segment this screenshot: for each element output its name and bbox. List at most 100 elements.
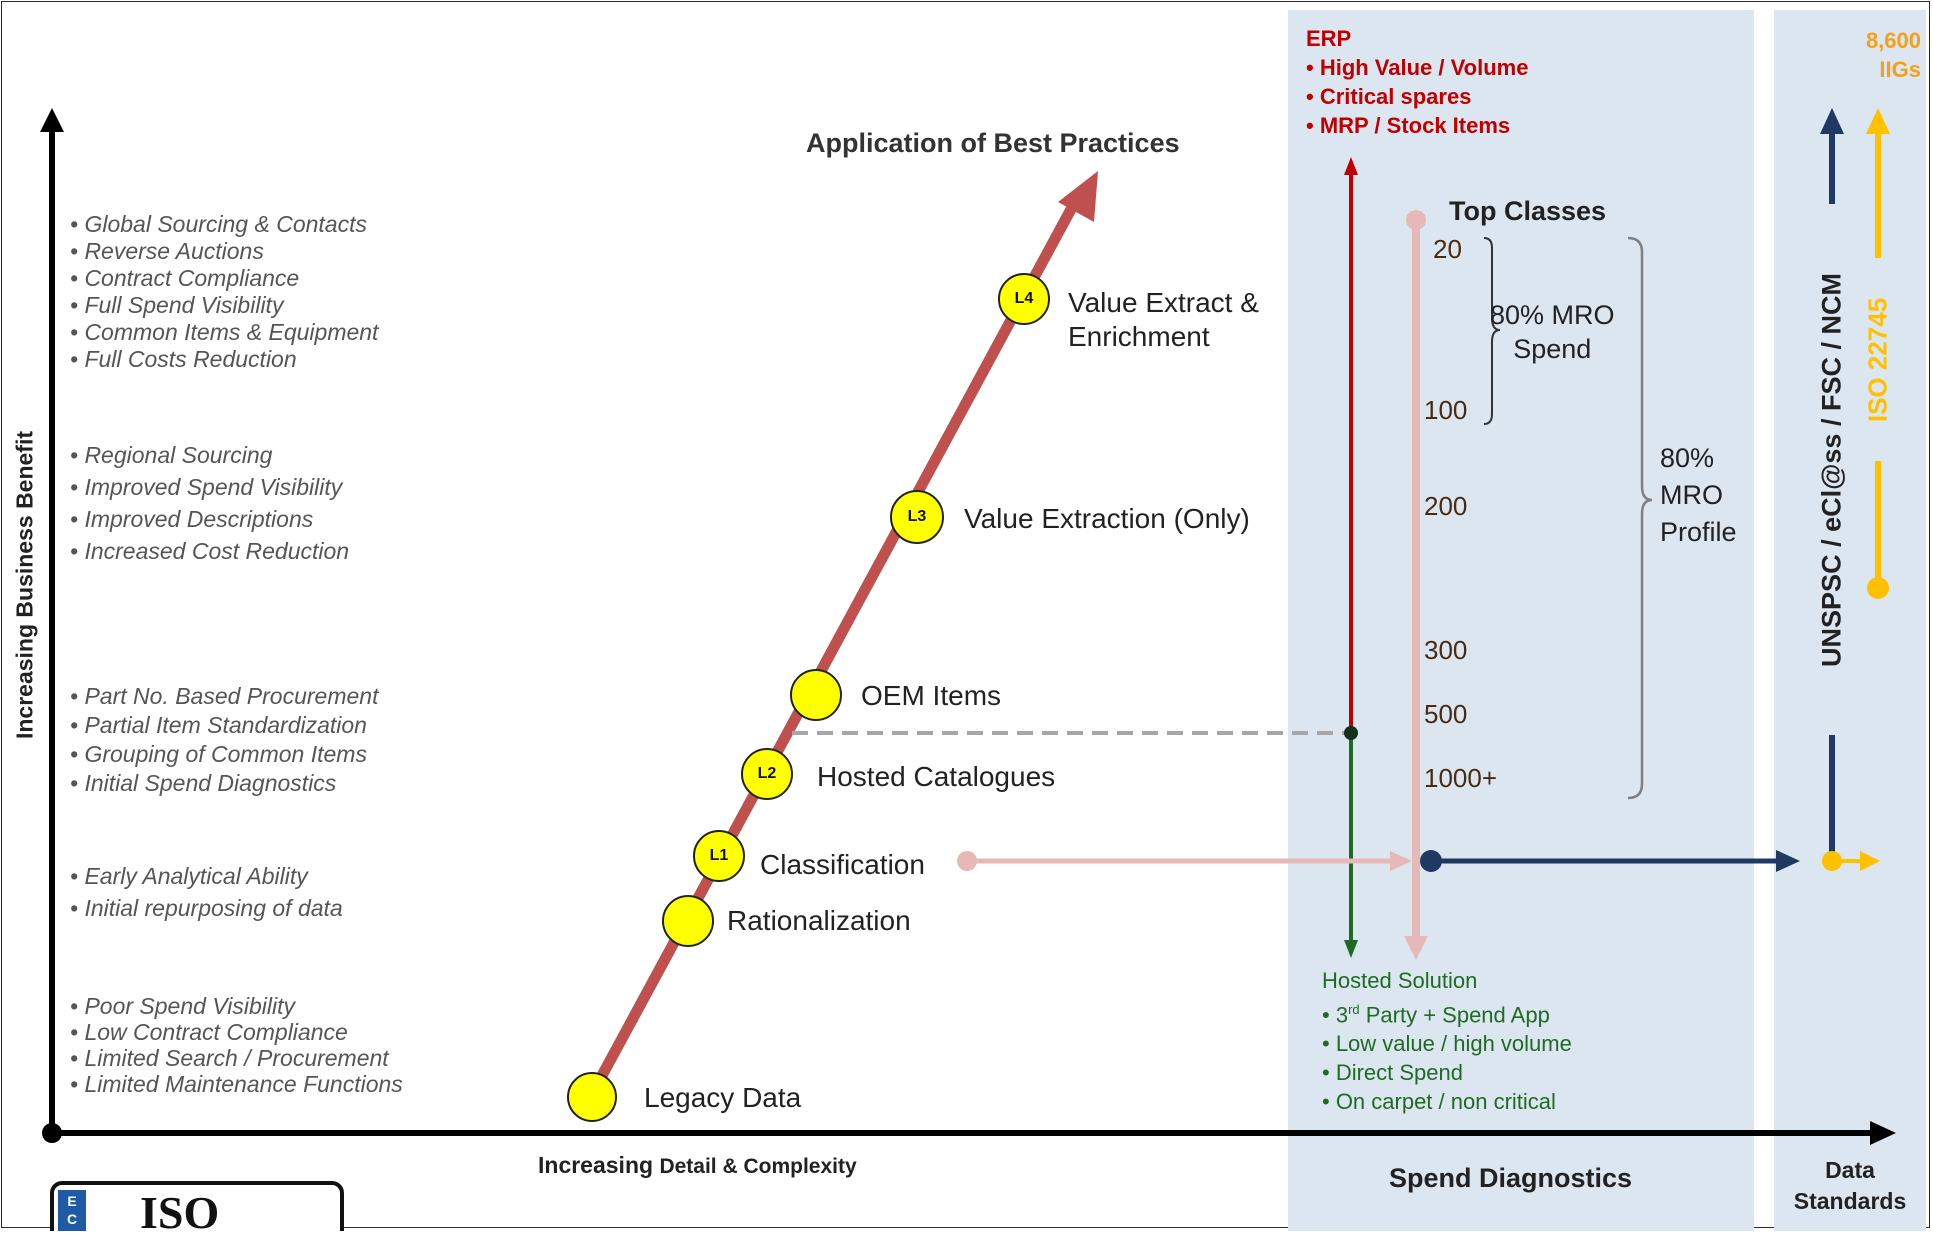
benefit-item: • Part No. Based Procurement xyxy=(70,683,379,709)
benefit-item: • Full Spend Visibility xyxy=(70,292,284,318)
data-standards-label: Data Standards xyxy=(1794,1155,1906,1217)
benefit-item: • Increased Cost Reduction xyxy=(70,538,350,564)
hosted-item: • Low value / high volume xyxy=(1322,1031,1572,1057)
level-l3-badge: L3 xyxy=(890,490,944,544)
iigs-line2: IIGs xyxy=(1879,57,1921,82)
unspsc-navy-arrowhead xyxy=(1820,108,1844,134)
benefit-item: • Poor Spend Visibility xyxy=(70,993,295,1019)
benefit-item: • Initial repurposing of data xyxy=(70,895,343,921)
iigs-label: 8,600 IIGs xyxy=(1857,26,1921,84)
benefit-item: • Limited Search / Procurement xyxy=(70,1045,389,1071)
level-l1-label: Classification xyxy=(760,849,925,880)
iso-gold-arrowhead xyxy=(1866,108,1890,134)
benefit-group-early: • Early Analytical Ability • Initial rep… xyxy=(70,860,343,924)
mro-profile-label: 80% MRO Profile xyxy=(1660,440,1737,551)
standards-gold-arrowhead xyxy=(1860,851,1880,871)
iso-gold-end-dot xyxy=(1867,577,1889,599)
benefit-item: • Grouping of Common Items xyxy=(70,741,367,767)
top-classes-title: Top Classes xyxy=(1449,196,1607,226)
rationalization-circle xyxy=(662,895,714,947)
axis-origin-dot xyxy=(42,1123,62,1143)
benefit-item: • Improved Descriptions xyxy=(70,506,314,532)
mro-spend-line2: Spend xyxy=(1513,334,1592,364)
legacy-data-label: Legacy Data xyxy=(644,1082,802,1113)
hosted-title: Hosted Solution xyxy=(1322,968,1478,993)
legacy-data-circle xyxy=(567,1072,617,1122)
best-practices-arrowhead xyxy=(1058,171,1098,222)
y-axis-label: Increasing Business Benefit xyxy=(11,430,38,740)
erp-item: • High Value / Volume xyxy=(1306,55,1529,80)
classification-pink-arrowhead xyxy=(1390,851,1412,871)
mro-spend-label: 80% MRO Spend xyxy=(1490,298,1615,366)
level-l4-label-line2: Enrichment xyxy=(1068,321,1210,352)
benefit-item: • Reverse Auctions xyxy=(70,238,264,264)
level-l4-badge: L4 xyxy=(998,273,1050,325)
rationalization-label: Rationalization xyxy=(727,905,911,936)
benefit-item: • Regional Sourcing xyxy=(70,442,273,468)
hosted-item: • Direct Spend xyxy=(1322,1060,1463,1086)
erp-item: • MRP / Stock Items xyxy=(1306,113,1511,138)
benefit-item: • Limited Maintenance Functions xyxy=(70,1071,403,1097)
erp-item: • Critical spares xyxy=(1306,84,1472,109)
best-practices-arrow xyxy=(587,197,1081,1097)
erp-title: ERP xyxy=(1306,26,1352,51)
benefit-item: • Early Analytical Ability xyxy=(70,863,308,889)
benefit-item: • Partial Item Standardization xyxy=(70,712,367,738)
hosted-green-arrowhead xyxy=(1344,940,1358,958)
x-axis-arrowhead xyxy=(1870,1121,1896,1145)
top-classes-number: 200 xyxy=(1424,491,1468,521)
benefit-item: • Improved Spend Visibility xyxy=(70,474,343,500)
spend-diagnostics-label: Spend Diagnostics xyxy=(1389,1163,1633,1193)
spend-brace xyxy=(1483,237,1501,425)
benefit-item: • Low Contract Compliance xyxy=(70,1019,348,1045)
iigs-line1: 8,600 xyxy=(1865,28,1921,53)
data-standards-panel xyxy=(1774,10,1926,1231)
logo-text: ISO xyxy=(140,1187,220,1238)
x-axis-label: Increasing Detail & Complexity xyxy=(538,1152,857,1179)
level-l3-label: Value Extraction (Only) xyxy=(964,503,1250,534)
data-standards-line1: Data xyxy=(1825,1157,1875,1183)
top-classes-pink-arrowhead xyxy=(1404,936,1428,960)
top-classes-number: 300 xyxy=(1424,635,1468,665)
x-axis-label-bold: Increasing xyxy=(538,1152,654,1178)
navy-horizontal-arrowhead xyxy=(1776,850,1800,872)
erp-red-arrowhead xyxy=(1344,157,1358,175)
unspsc-label: UNSPSC / eCl@ss / FSC / NCM xyxy=(1816,273,1847,667)
benefit-group-top: • Global Sourcing & Contacts • Reverse A… xyxy=(70,211,378,373)
benefit-group-regional: • Regional Sourcing • Improved Spend Vis… xyxy=(70,439,349,567)
top-classes-number: 100 xyxy=(1424,395,1468,425)
erp-hosted-junction-dot xyxy=(1344,726,1358,740)
erp-block: ERP • High Value / Volume • Critical spa… xyxy=(1306,24,1528,140)
mro-profile-line1: 80% xyxy=(1660,443,1715,473)
level-l4-label-line1: Value Extract & xyxy=(1068,287,1259,318)
iso-logo xyxy=(50,1181,344,1231)
hosted-block: Hosted Solution • 3rd Party + Spend App … xyxy=(1322,966,1572,1116)
spend-diagnostics-panel xyxy=(1288,10,1754,1231)
level-l2-badge: L2 xyxy=(741,748,793,800)
hosted-item-third-party: • 3rd Party + Spend App xyxy=(1322,1002,1550,1028)
benefit-group-partno: • Part No. Based Procurement • Partial I… xyxy=(70,682,378,798)
level-l1-badge: L1 xyxy=(693,830,745,882)
data-standards-line2: Standards xyxy=(1793,1188,1907,1214)
top-classes-number: 500 xyxy=(1424,699,1468,729)
diagram-title: Application of Best Practices xyxy=(806,128,1180,158)
y-axis-arrowhead xyxy=(40,108,64,132)
mro-spend-line1: 80% MRO xyxy=(1490,300,1615,330)
benefit-group-poor: • Poor Spend Visibility • Low Contract C… xyxy=(70,993,403,1097)
mro-profile-line2: MRO xyxy=(1660,480,1723,510)
level-l4-label: Value Extract & Enrichment xyxy=(1068,286,1259,354)
mro-profile-line3: Profile xyxy=(1660,517,1737,547)
top-classes-number: 20 xyxy=(1433,234,1462,264)
iso-22745-label: ISO 22745 xyxy=(1862,297,1893,423)
x-axis-label-rest: Detail & Complexity xyxy=(659,1155,857,1178)
level-l2-label: Hosted Catalogues xyxy=(817,761,1056,792)
logo-badge: E C xyxy=(66,1193,78,1227)
top-classes-number: 1000+ xyxy=(1424,763,1498,793)
benefit-item: • Common Items & Equipment xyxy=(70,319,379,345)
oem-items-label: OEM Items xyxy=(861,680,1002,711)
benefit-item: • Full Costs Reduction xyxy=(70,346,297,372)
benefit-item: • Contract Compliance xyxy=(70,265,300,291)
